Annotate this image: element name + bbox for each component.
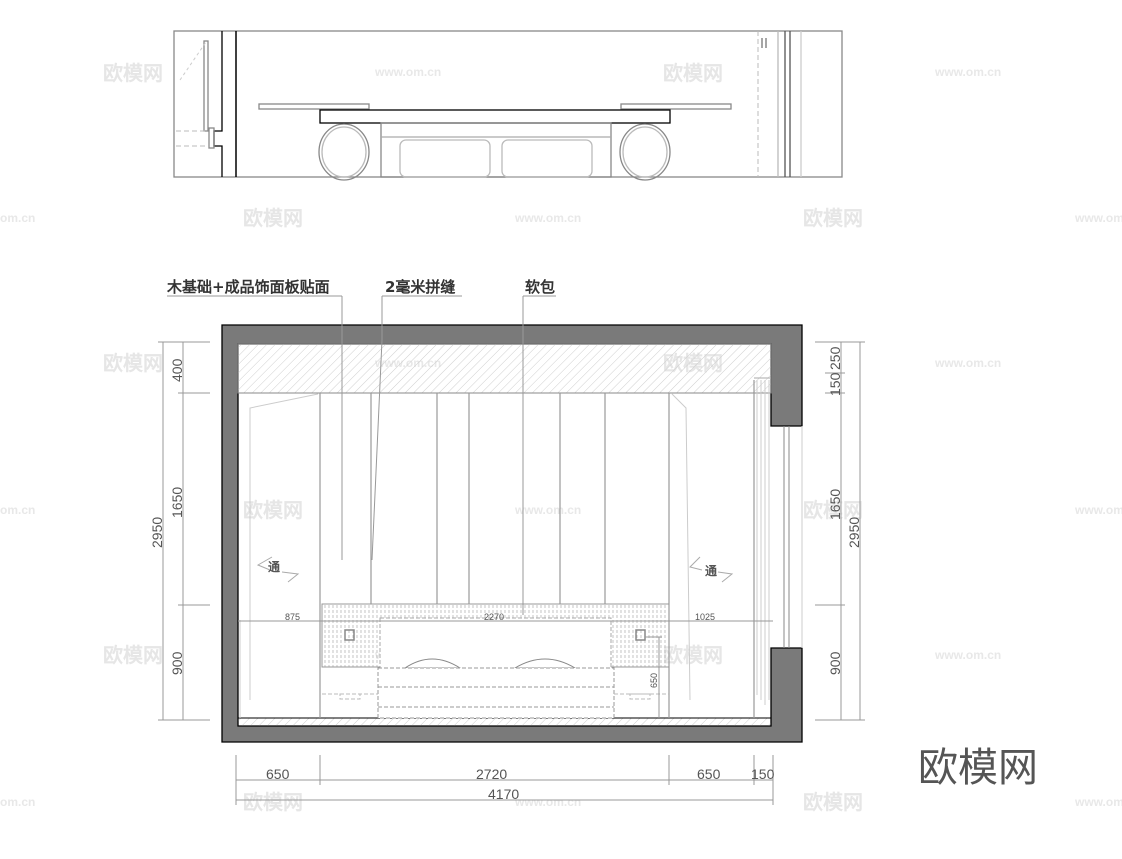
annotation-soft-pack: 软包 xyxy=(525,278,555,296)
watermark-url: om.cn xyxy=(0,211,35,225)
watermark-url: www.om.cn xyxy=(514,503,581,517)
dim-right-top-b: 250 xyxy=(827,346,843,370)
dim-inner-height: 650 xyxy=(649,673,659,688)
watermark-url: www.om.cn xyxy=(514,795,581,809)
elevation-view: 875 2270 1025 650 通 通 木基础+成品饰面板贴面 2毫米拼缝 … xyxy=(149,278,865,805)
watermark-brand: 欧模网 xyxy=(243,206,303,230)
watermark-url: om.cn xyxy=(0,503,35,517)
watermark-brand: 欧模网 xyxy=(243,790,303,814)
dim-bottom-3: 650 xyxy=(697,766,721,782)
svg-text:通: 通 xyxy=(268,559,280,574)
watermark-brand: 欧模网 xyxy=(103,351,163,375)
dim-left-top: 400 xyxy=(169,358,185,382)
floor-strip xyxy=(237,717,772,727)
vent-right: 通 xyxy=(689,556,734,583)
bed-plan xyxy=(380,122,612,178)
dim-bottom-1: 650 xyxy=(266,766,290,782)
shelf-left xyxy=(258,103,370,110)
brand-logo: 欧模网 xyxy=(918,745,1038,791)
dim-right-top-a: 150 xyxy=(827,372,843,396)
dim-left-total: 2950 xyxy=(149,517,165,548)
dim-inner-center: 2270 xyxy=(484,612,504,622)
dim-bottom-2: 2720 xyxy=(476,766,507,782)
annotation-wood-panel: 木基础+成品饰面板贴面 xyxy=(166,278,330,296)
dim-left-mid: 1650 xyxy=(169,487,185,518)
ceiling-soffit xyxy=(237,343,772,394)
watermark-url: www.om.cn xyxy=(1074,503,1122,517)
watermark-url: www.om.cn xyxy=(1074,795,1122,809)
watermark-brand: 欧模网 xyxy=(663,61,723,85)
dim-right-bottom: 900 xyxy=(827,651,843,675)
dim-bottom-total: 4170 xyxy=(488,786,519,802)
watermark-brand: 欧模网 xyxy=(803,790,863,814)
svg-text:通: 通 xyxy=(705,563,717,578)
annotation-joint: 2毫米拼缝 xyxy=(385,278,455,296)
dim-bottom-4: 150 xyxy=(751,766,775,782)
dim-right-mid: 1650 xyxy=(827,489,843,520)
dim-right-total: 2950 xyxy=(846,517,862,548)
wall-lamp-left xyxy=(344,629,355,641)
dim-left-bottom: 900 xyxy=(169,651,185,675)
curtain xyxy=(754,377,771,705)
watermark-brand: 欧模网 xyxy=(663,643,723,667)
door-leaf xyxy=(203,40,209,132)
watermark-brand: 欧模网 xyxy=(243,498,303,522)
wall-lamp-right xyxy=(635,629,646,641)
watermark-url: www.om.cn xyxy=(934,65,1001,79)
watermark-url: www.om.cn xyxy=(934,648,1001,662)
bed-elevation xyxy=(377,617,615,719)
dim-inner-left: 875 xyxy=(285,612,300,622)
watermark-brand: 欧模网 xyxy=(803,498,863,522)
watermark-url: www.om.cn xyxy=(1074,211,1122,225)
watermark-url: www.om.cn xyxy=(374,65,441,79)
wall-section xyxy=(221,324,803,743)
headboard xyxy=(319,109,671,124)
watermark-url: www.om.cn xyxy=(514,211,581,225)
nightstand-right xyxy=(619,123,671,181)
watermark-brand: 欧模网 xyxy=(103,61,163,85)
watermark-url: www.om.cn xyxy=(934,356,1001,370)
watermark-url: om.cn xyxy=(0,795,35,809)
shelf-right xyxy=(620,103,732,110)
vent-left: 通 xyxy=(256,556,300,583)
nightstand-left xyxy=(318,123,370,181)
watermark-brand: 欧模网 xyxy=(803,206,863,230)
plan-view xyxy=(173,30,843,181)
watermark-brand: 欧模网 xyxy=(103,643,163,667)
dim-inner-right: 1025 xyxy=(695,612,715,622)
